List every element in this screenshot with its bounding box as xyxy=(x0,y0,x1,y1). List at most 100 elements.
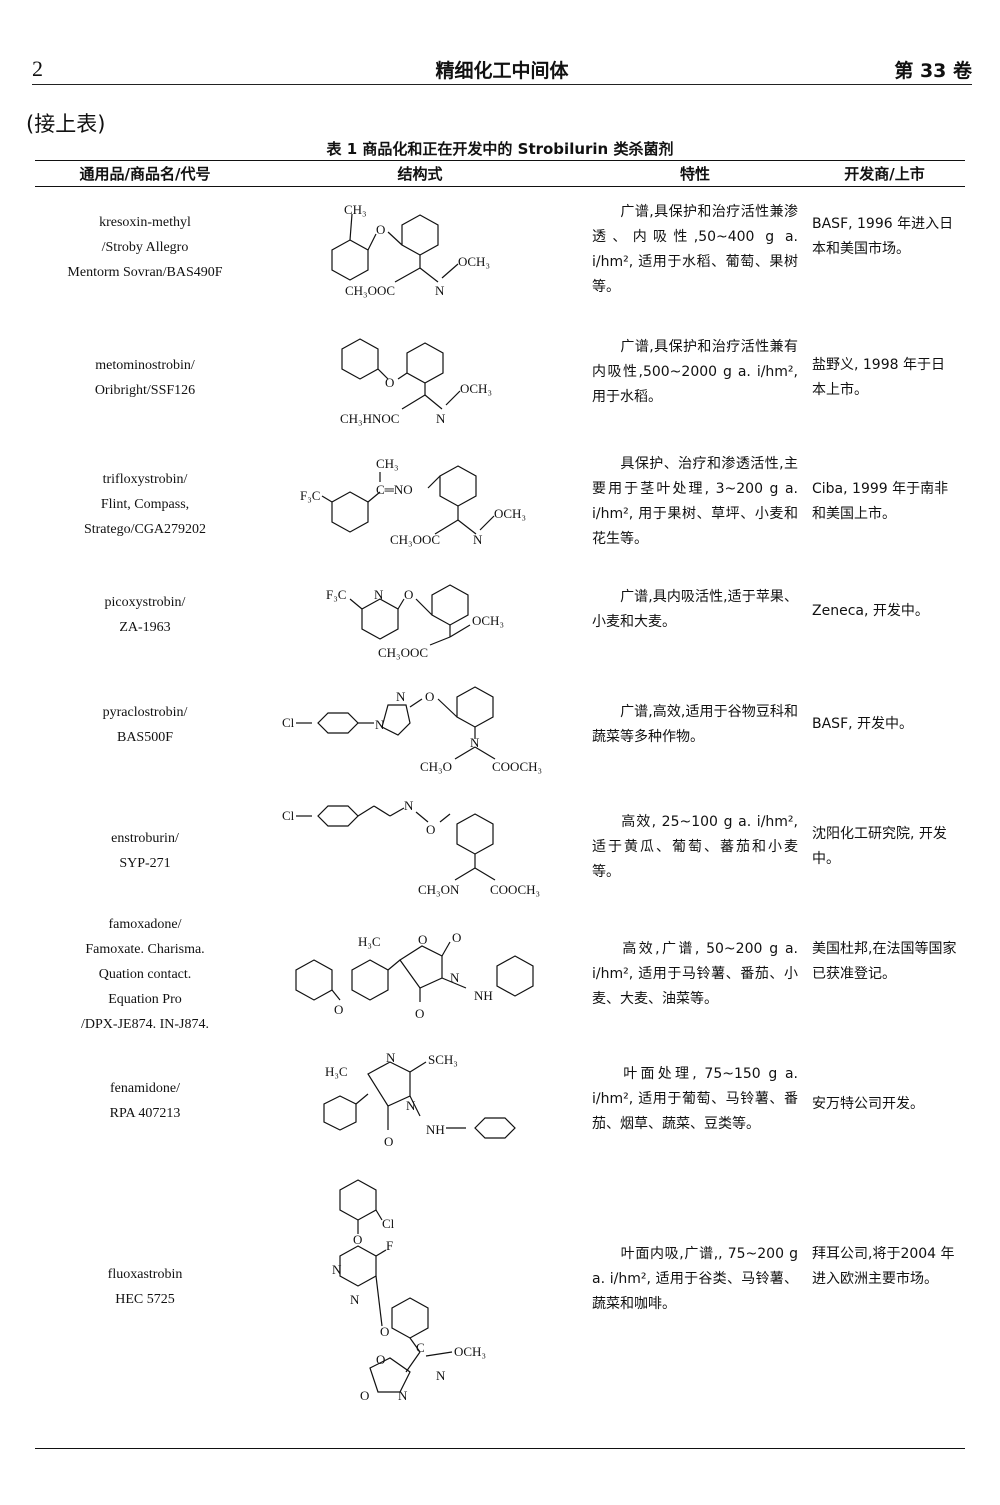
svg-text:F₃C: F₃C xyxy=(300,488,320,503)
compound-name: pyraclostrobin/ BAS500F xyxy=(102,705,188,745)
svg-text:CH₃HNOC: CH₃HNOC xyxy=(340,411,399,426)
compound-name: famoxadone/ Famoxate. Charisma. Quation … xyxy=(81,917,209,1032)
column-header-property: 特性 xyxy=(679,165,710,183)
structure-formula: CH₃ F₃C C═NO OCH₃ CH₃OOC N xyxy=(270,452,570,556)
svg-text:CH₃O: CH₃O xyxy=(420,759,452,774)
developer-text: 安万特公司开发。 xyxy=(812,1096,924,1112)
developer-text: Ciba, 1999 年于南非和美国上市。 xyxy=(812,481,949,522)
svg-text:O: O xyxy=(425,689,434,704)
svg-text:N: N xyxy=(450,970,460,985)
svg-text:O: O xyxy=(385,375,394,390)
svg-text:O: O xyxy=(404,587,413,602)
structure-diagram: CH₃ F₃C C═NO OCH₃ CH₃OOC N xyxy=(300,456,526,547)
svg-text:OCH₃: OCH₃ xyxy=(458,254,490,269)
compound-name: kresoxin-methyl /Stroby Allegro Mentorm … xyxy=(67,215,223,280)
svg-text:C: C xyxy=(416,1340,425,1355)
page-number: 2 xyxy=(32,56,43,81)
svg-text:Cl: Cl xyxy=(282,715,295,730)
svg-text:O: O xyxy=(376,222,385,237)
svg-text:N: N xyxy=(374,587,384,602)
developer-text: 盐野义, 1998 年于日本上市。 xyxy=(812,357,945,398)
structure-formula: CH₃ O OCH₃ CH₃OOC N xyxy=(270,200,570,304)
svg-text:O: O xyxy=(415,1006,424,1021)
svg-text:O: O xyxy=(380,1324,389,1339)
property-text: 广谱,具内吸活性,适于苹果、小麦和大麦。 xyxy=(592,589,798,630)
structure-diagram: H₃C O O N NH O O xyxy=(295,930,534,1021)
svg-text:CH₃ON: CH₃ON xyxy=(418,882,460,897)
svg-text:N: N xyxy=(435,283,445,298)
compound-name: fenamidone/ RPA 407213 xyxy=(109,1081,181,1121)
svg-text:H₃C: H₃C xyxy=(358,934,381,949)
svg-text:O: O xyxy=(360,1388,369,1403)
svg-text:N: N xyxy=(473,532,483,547)
structure-diagram: F₃C N O OCH₃ CH₃OOC xyxy=(326,584,504,660)
developer-text: 拜耳公司,将于2004 年进入欧洲主要市场。 xyxy=(812,1246,955,1287)
developer-text: BASF, 1996 年进入日本和美国市场。 xyxy=(812,216,954,257)
property-text: 高效,广谱, 50~200 g a. i/hm², 适用于马铃薯、番茄、小麦、大… xyxy=(592,941,798,1007)
svg-text:O: O xyxy=(426,822,435,837)
structure-diagram: Cl N O CH₃ON COOCH₃ xyxy=(282,798,540,897)
table-bottom-rule xyxy=(35,1448,965,1449)
svg-text:F: F xyxy=(386,1238,393,1253)
property-text: 高效, 25~100 g a. i/hm², 适于黄瓜、葡萄、蕃茄和小麦等。 xyxy=(592,814,798,880)
svg-text:OCH₃: OCH₃ xyxy=(454,1344,486,1359)
svg-text:Cl: Cl xyxy=(382,1216,395,1231)
compound-name: trifloxystrobin/ Flint, Compass, Strateg… xyxy=(83,472,207,537)
column-header-structure: 结构式 xyxy=(397,165,443,183)
svg-text:N: N xyxy=(406,1098,416,1113)
developer-text: 沈阳化工研究院, 开发中。 xyxy=(812,826,947,867)
svg-text:N: N xyxy=(396,689,406,704)
svg-text:SCH₃: SCH₃ xyxy=(428,1052,458,1067)
structure-diagram: H₃C N SCH₃ N NH O xyxy=(323,1050,516,1149)
svg-text:O: O xyxy=(452,930,461,945)
running-header: 2 精细化工中间体 第 33 卷 xyxy=(32,52,972,84)
table-header-rule xyxy=(35,186,965,187)
svg-text:N: N xyxy=(398,1388,408,1403)
table-caption: 表 1 商品化和正在开发中的 Strobilurin 类杀菌剂 xyxy=(326,140,674,158)
svg-text:N: N xyxy=(332,1262,342,1277)
svg-text:NH: NH xyxy=(474,988,493,1003)
structure-formula: H₃C N SCH₃ N NH O xyxy=(270,1050,570,1159)
structure-diagram: CH₃ O OCH₃ CH₃OOC N xyxy=(331,202,490,298)
svg-text:CH₃: CH₃ xyxy=(344,202,367,217)
svg-text:N: N xyxy=(386,1050,396,1065)
svg-text:O: O xyxy=(418,932,427,947)
svg-text:N: N xyxy=(350,1292,360,1307)
svg-text:OCH₃: OCH₃ xyxy=(460,381,492,396)
continued-label: (接上表) xyxy=(26,112,106,136)
developer-text: 美国杜邦,在法国等国家已获准登记。 xyxy=(812,941,957,982)
developer-text: BASF, 开发中。 xyxy=(812,716,914,732)
svg-text:O: O xyxy=(334,1002,343,1017)
compound-name: metominostrobin/ Oribright/SSF126 xyxy=(94,358,196,398)
structure-diagram: O OCH₃ CH₃HNOC N xyxy=(340,338,492,426)
structure-formula: Cl N N O N CH₃O COOCH₃ xyxy=(270,685,570,779)
svg-text:CH₃OOC: CH₃OOC xyxy=(378,645,428,660)
property-text: 叶面处理, 75~150 g a. i/hm², 适用于葡萄、马铃薯、番茄、烟草… xyxy=(592,1066,798,1132)
svg-text:CH₃: CH₃ xyxy=(376,456,399,471)
svg-text:N: N xyxy=(436,411,446,426)
header-rule xyxy=(32,84,972,85)
svg-text:OCH₃: OCH₃ xyxy=(494,506,526,521)
svg-text:CH₃OOC: CH₃OOC xyxy=(345,283,395,298)
property-text: 广谱,高效,适用于谷物豆科和蔬菜等多种作物。 xyxy=(592,704,798,745)
svg-text:O: O xyxy=(376,1352,385,1367)
svg-text:N: N xyxy=(404,798,414,813)
developer-text: Zeneca, 开发中。 xyxy=(812,603,929,619)
svg-text:N: N xyxy=(436,1368,446,1383)
compound-name: picoxystrobin/ ZA-1963 xyxy=(104,595,186,635)
svg-text:H₃C: H₃C xyxy=(325,1064,348,1079)
svg-text:O: O xyxy=(353,1232,362,1247)
compound-name: enstroburin/ SYP-271 xyxy=(111,831,179,871)
structure-formula: O OCH₃ CH₃HNOC N xyxy=(270,335,570,434)
property-text: 广谱,具保护和治疗活性兼渗透、内吸性,50~400 g a. i/hm², 适用… xyxy=(592,204,798,295)
svg-text:NH: NH xyxy=(426,1122,445,1137)
journal-title: 精细化工中间体 xyxy=(435,60,569,82)
svg-text:OCH₃: OCH₃ xyxy=(472,613,504,628)
table-top-rule xyxy=(35,160,965,161)
volume-label: 第 33 卷 xyxy=(894,60,972,82)
structure-diagram: Cl O F N N O C OCH₃ O O N N xyxy=(332,1179,486,1403)
structure-formula: H₃C O O N NH O O xyxy=(270,922,570,1036)
property-text: 广谱,具保护和治疗活性兼有内吸性,500~2000 g a. i/hm², 用于… xyxy=(592,339,798,405)
svg-text:COOCH₃: COOCH₃ xyxy=(490,882,540,897)
svg-text:N: N xyxy=(470,735,480,750)
